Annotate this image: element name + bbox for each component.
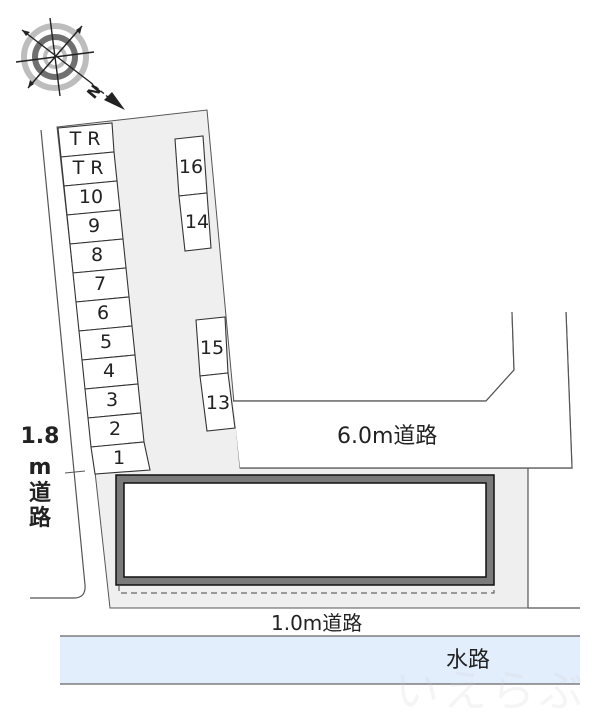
building	[115, 474, 495, 594]
slot-label-7: 7	[93, 273, 107, 295]
slot-label-13: 13	[205, 392, 231, 414]
waterway-label: 水路	[446, 648, 491, 673]
road-label-1-8m-line4: 路	[28, 505, 51, 531]
road-label-1-8m-line3: 道	[28, 480, 51, 506]
slot-label-8: 8	[90, 244, 104, 266]
waterway	[60, 636, 580, 684]
slot-label-14: 14	[184, 211, 210, 233]
svg-text:N: N	[83, 81, 105, 102]
west-road-edge	[30, 129, 86, 599]
compass-north-arrow-icon: N	[15, 17, 125, 110]
slot-label-4: 4	[102, 360, 116, 382]
slot-label-5: 5	[99, 331, 113, 353]
road-label-1-8m: 1.8 m 道 路	[20, 424, 60, 531]
slot-label-tr-2: T R	[72, 157, 104, 179]
road-label-1-8m-line1: 1.8	[20, 424, 60, 449]
slot-label-10: 10	[78, 186, 104, 208]
slot-label-15: 15	[199, 337, 225, 359]
road-label-1m: 1.0m道路	[271, 611, 363, 635]
slot-label-16: 16	[178, 156, 204, 178]
slot-label-6: 6	[96, 302, 110, 324]
slot-label-1: 1	[112, 447, 126, 469]
slot-label-2: 2	[108, 418, 122, 440]
west-parking-row	[57, 122, 151, 475]
slot-label-tr-1: T R	[69, 128, 101, 150]
watermark: いえらぶ	[395, 666, 587, 717]
east-lower-slots	[195, 316, 236, 432]
road-label-6m: 6.0m道路	[337, 424, 438, 449]
slot-label-3: 3	[105, 389, 119, 411]
slot-label-9: 9	[87, 215, 101, 237]
east-upper-slots	[174, 135, 212, 252]
road-label-1-8m-line2: m	[28, 455, 52, 481]
